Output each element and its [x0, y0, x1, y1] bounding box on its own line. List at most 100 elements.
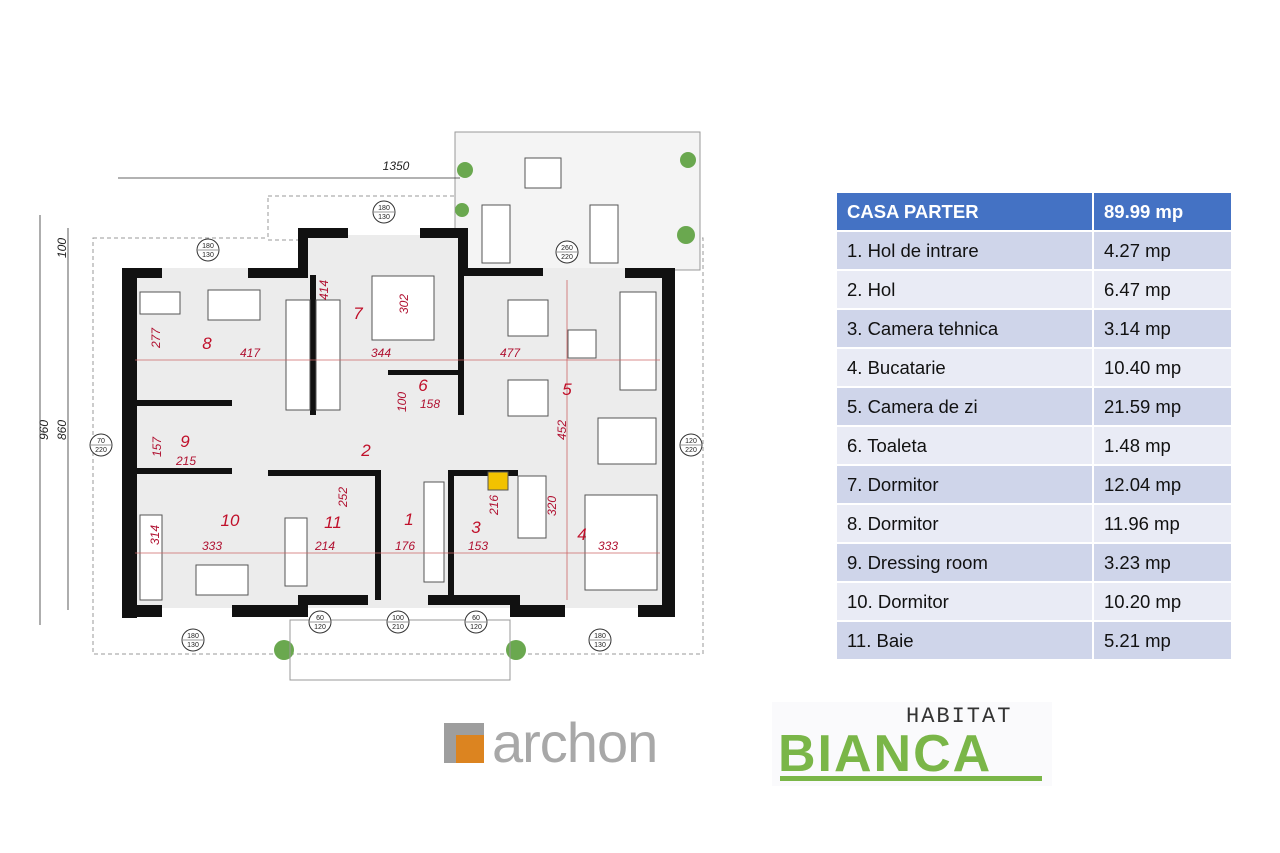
dim-offset: 100 [55, 238, 69, 258]
window-height: 220 [95, 447, 107, 454]
dim: 158 [420, 397, 440, 411]
plant-icon [274, 152, 696, 660]
room-area: 3.23 mp [1094, 542, 1233, 581]
room-name: 2. Hol [837, 269, 1094, 308]
room-number: 2 [360, 441, 371, 460]
room-number: 3 [471, 518, 481, 537]
room-number: 9 [180, 432, 190, 451]
room-number: 8 [202, 334, 212, 353]
room-number: 1 [404, 510, 413, 529]
dim: 314 [148, 525, 162, 545]
habitat-bianca-logo: HABITAT BIANCA [772, 702, 1052, 786]
walls [122, 228, 675, 618]
room-name: 7. Dormitor [837, 464, 1094, 503]
dim: 277 [149, 327, 163, 349]
dim: 333 [598, 539, 618, 553]
window-width: 180 [202, 243, 214, 250]
dim: 452 [555, 420, 569, 440]
floor-plan: 1350 960 860 100 417 344 477 277 414 302… [37, 131, 704, 681]
room-name: 9. Dressing room [837, 542, 1094, 581]
dim: 417 [240, 346, 261, 360]
dim: 252 [336, 487, 350, 508]
dim: 153 [468, 539, 488, 553]
archon-logo-text: archon [492, 711, 658, 774]
window-height: 120 [314, 624, 326, 631]
terrace-table-icon [524, 157, 562, 189]
room-number: 7 [353, 304, 363, 323]
room-name: 8. Dormitor [837, 503, 1094, 542]
window-width: 60 [316, 615, 324, 622]
dim: 344 [371, 346, 391, 360]
room-area: 5.21 mp [1094, 620, 1233, 659]
logo-underline [780, 776, 1042, 781]
table-header: CASA PARTER 89.99 mp [837, 193, 1233, 230]
dim-overall-depth: 960 [37, 420, 51, 440]
room-area: 3.14 mp [1094, 308, 1233, 347]
room-number: 10 [221, 511, 240, 530]
sun-lounger-icon [481, 204, 511, 264]
room-name: 4. Bucatarie [837, 347, 1094, 386]
window-width: 180 [378, 205, 390, 212]
window-height: 130 [594, 642, 606, 649]
door-height: 210 [392, 624, 404, 631]
dim: 176 [395, 539, 415, 553]
room-name: 5. Camera de zi [837, 386, 1094, 425]
window-height: 120 [470, 624, 482, 631]
window-width: 70 [97, 438, 105, 445]
room-name: 1. Hol de intrare [837, 230, 1094, 269]
floor-area-extension [305, 235, 460, 275]
room-area: 6.47 mp [1094, 269, 1233, 308]
dim: 157 [150, 436, 164, 457]
window-height: 220 [685, 447, 697, 454]
room-number: 11 [324, 513, 342, 532]
furniture [139, 275, 658, 601]
dim: 100 [395, 392, 409, 412]
sun-lounger-icon [589, 204, 619, 264]
window-height: 130 [187, 642, 199, 649]
room-name: 3. Camera tehnica [837, 308, 1094, 347]
header-name: CASA PARTER [837, 193, 1094, 230]
room-area: 10.40 mp [1094, 347, 1233, 386]
window-height: 130 [202, 252, 214, 259]
dim-overall-width: 1350 [383, 159, 410, 173]
dim-inner-depth: 860 [55, 420, 69, 440]
window-height: 220 [561, 254, 573, 261]
overall-dimension-lines [39, 177, 460, 625]
dim: 414 [317, 280, 331, 300]
dim: 320 [545, 496, 559, 516]
room-name: 6. Toaleta [837, 425, 1094, 464]
dim: 215 [175, 454, 196, 468]
header-area: 89.99 mp [1094, 193, 1233, 230]
habitat-text: HABITAT [906, 704, 1013, 729]
room-number: 6 [418, 376, 428, 395]
window-width: 120 [685, 438, 697, 445]
window-height: 130 [378, 214, 390, 221]
room-area: 4.27 mp [1094, 230, 1233, 269]
dim: 214 [314, 539, 335, 553]
window-width: 180 [594, 633, 606, 640]
room-area: 21.59 mp [1094, 386, 1233, 425]
room-number: 4 [577, 525, 586, 544]
archon-logo-mark [444, 723, 484, 763]
room-name: 10. Dormitor [837, 581, 1094, 620]
